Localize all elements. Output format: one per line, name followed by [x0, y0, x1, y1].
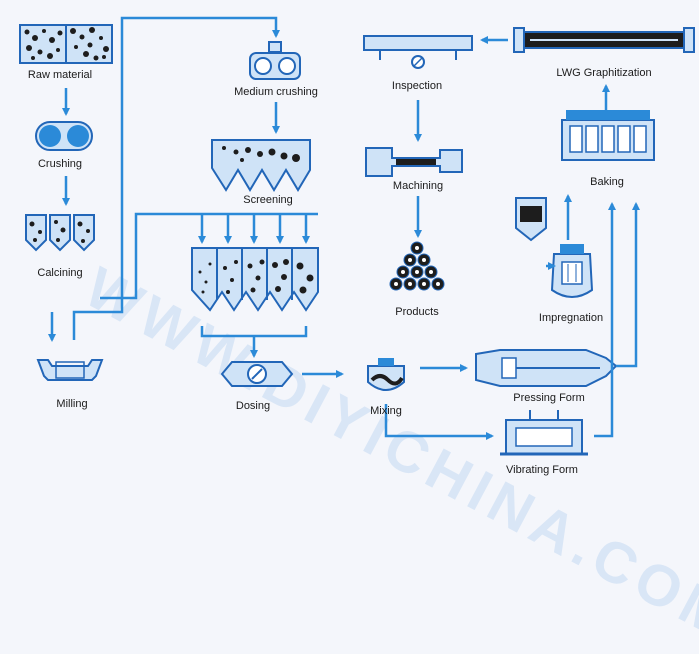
arrow-pressing-to-baking — [616, 202, 640, 368]
process-flow-diagram: WWW.DIYICHINA.COM — [19, 16, 699, 654]
arrow-mixing-to-vibrating — [384, 404, 494, 440]
label-inspection: Inspection — [391, 80, 443, 92]
baking-furnace-icon — [561, 110, 655, 161]
products-pyramid-icon — [389, 241, 445, 291]
calcining-kilns-icon — [25, 214, 95, 252]
preheat-pot-icon — [515, 197, 547, 242]
label-mixing: Mixing — [370, 405, 402, 417]
milling-machine-icon — [36, 359, 104, 381]
flow-connectors — [48, 16, 640, 440]
label-crushing: Crushing — [37, 158, 83, 170]
screening-machine-icon — [211, 139, 311, 192]
vibrating-machine-icon — [500, 410, 588, 456]
label-vibrating-form: Vibrating Form — [506, 464, 578, 476]
label-baking: Baking — [590, 176, 624, 188]
diagram-canvas — [19, 16, 695, 456]
label-dosing: Dosing — [235, 400, 271, 412]
label-milling: Milling — [56, 398, 88, 410]
silo-collector — [200, 326, 308, 338]
inspection-bench-icon — [363, 35, 473, 69]
impregnation-autoclave-icon — [550, 244, 594, 298]
pressing-machine-icon — [475, 349, 618, 387]
label-screening: Screening — [243, 194, 293, 206]
label-pressing-form: Pressing Form — [513, 392, 585, 404]
label-products: Products — [395, 306, 439, 318]
label-machining: Machining — [392, 180, 444, 192]
label-raw-material: Raw material — [27, 69, 93, 81]
machining-lathe-icon — [365, 147, 463, 177]
graphitization-furnace-icon — [513, 27, 695, 53]
medium-crusher-icon — [249, 41, 301, 80]
label-lwg-graphitization: LWG Graphitization — [556, 67, 652, 79]
raw-material-icon — [19, 24, 113, 64]
arrow-vibrating-to-impregnation — [594, 202, 616, 438]
label-medium-crushing: Medium crushing — [234, 86, 318, 98]
label-calcining: Calcining — [37, 267, 83, 279]
crushing-rollers-icon — [35, 121, 93, 151]
arrow-to-medium-crushing — [72, 16, 280, 340]
label-impregnation: Impregnation — [538, 312, 604, 324]
storage-silos-icon — [191, 247, 319, 312]
dosing-scale-icon — [220, 361, 294, 387]
mixing-tank-icon — [367, 358, 405, 391]
